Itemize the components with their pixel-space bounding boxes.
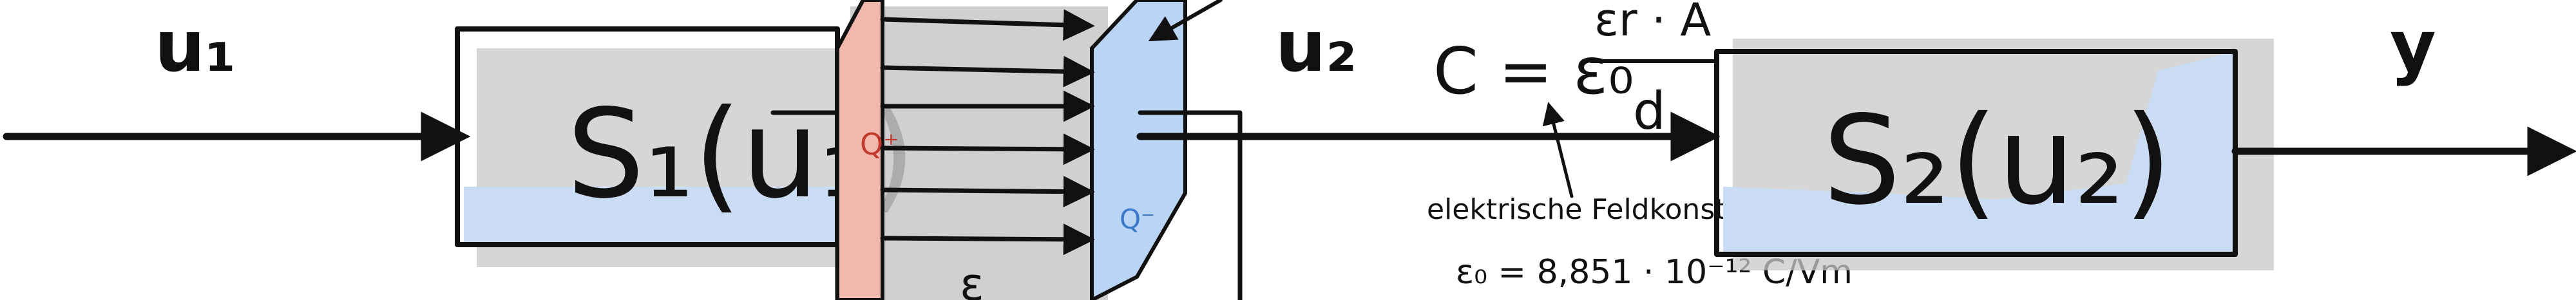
capacitor-gap-shadow [850, 6, 1108, 300]
plate-pointer-arrow [1148, 0, 1223, 42]
s2-block-label: S₂(u₂) [1823, 89, 2172, 232]
formula-denominator: d [1633, 81, 1666, 141]
middle-signal-label: u₂ [1275, 5, 1357, 88]
s2-block-fill [1723, 52, 2234, 254]
capacitor-output-wire [1138, 110, 1243, 300]
positive-charge-label: Q⁺ [860, 127, 899, 162]
field-line [880, 133, 1095, 165]
capacitance-formula: C = ε₀ [1433, 33, 1634, 109]
s1-block-fill [464, 187, 837, 245]
negative-plate [1090, 0, 1187, 300]
field-line [880, 223, 1095, 256]
field-line [880, 9, 1095, 41]
input-signal-label: u₁ [155, 5, 236, 88]
negative-charge-label: Q⁻ [1120, 203, 1155, 235]
field-line [880, 55, 1095, 88]
output-signal-label: y [2390, 5, 2436, 88]
annotation-pointer [1542, 102, 1574, 198]
field-line [880, 176, 1095, 208]
formula-numerator: εr · A [1594, 0, 1711, 46]
gap-symbol: ε [960, 258, 984, 300]
